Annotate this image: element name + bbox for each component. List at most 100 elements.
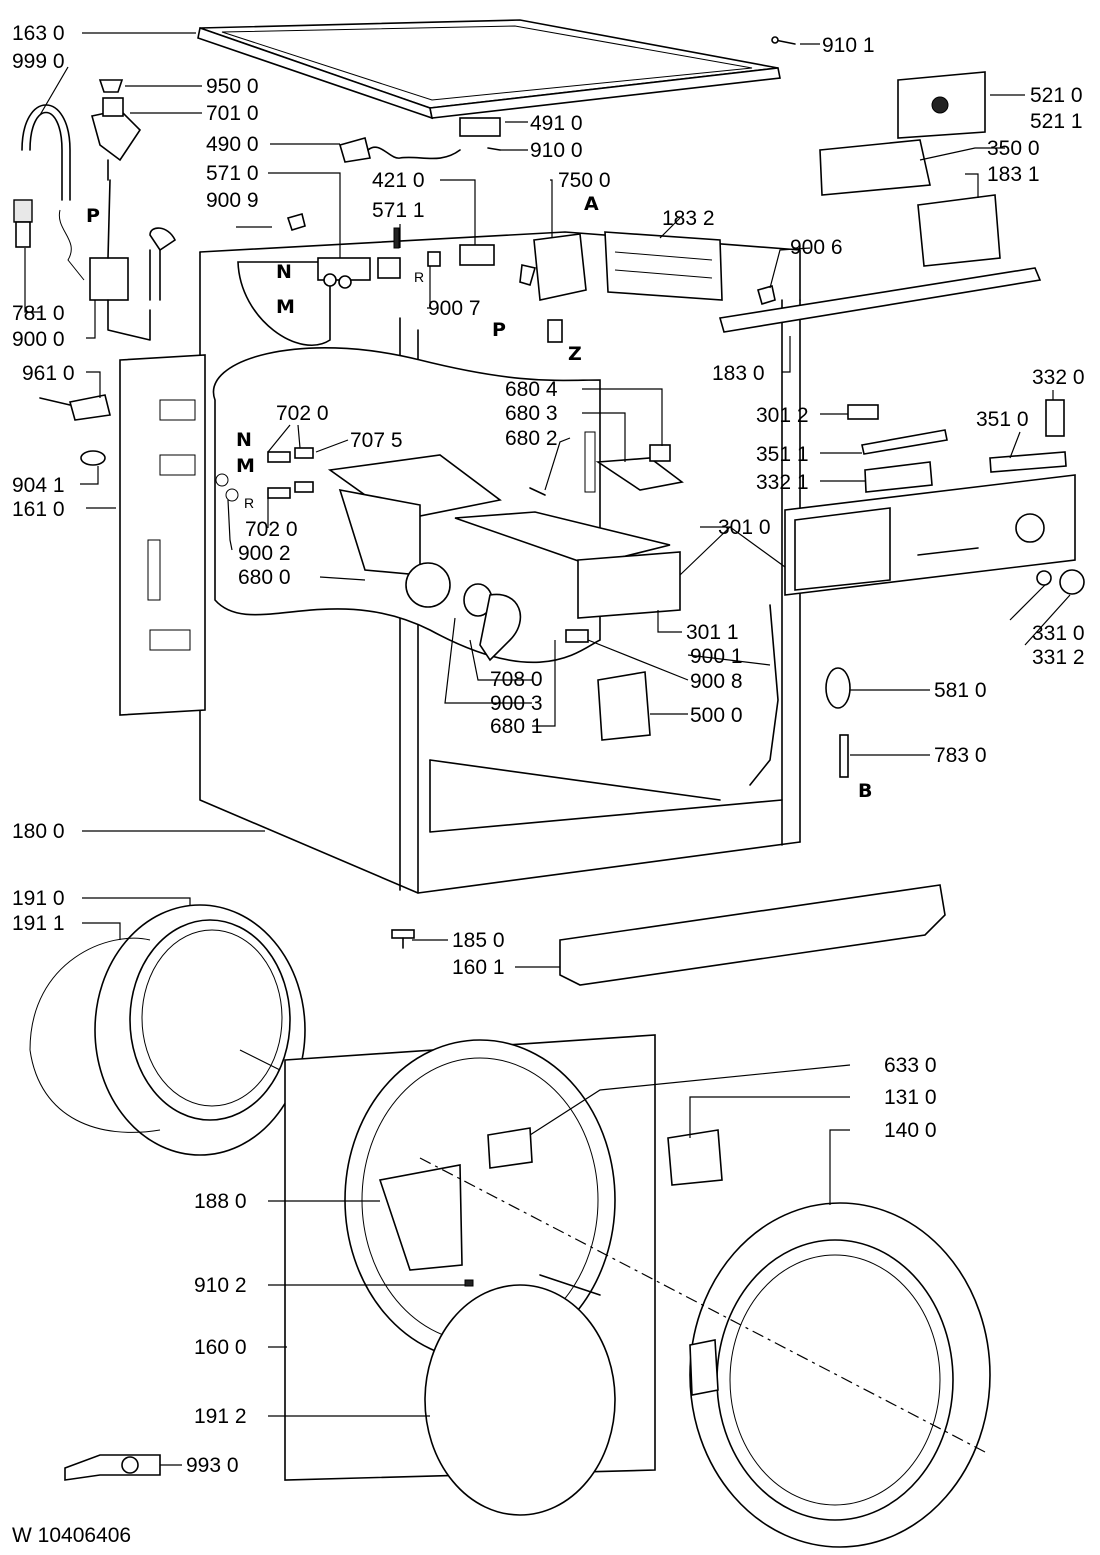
clip-900-9-part — [286, 213, 306, 231]
callout-900-3: 900 3 — [490, 692, 543, 715]
callout-961-0: 961 0 — [22, 362, 75, 385]
marker-r-valve: R — [414, 269, 424, 285]
marker-p-switch: P — [492, 319, 506, 341]
connector-900-8-part — [565, 629, 589, 643]
suppressor-421-part — [459, 244, 495, 266]
callout-904-1: 904 1 — [12, 474, 65, 497]
callout-750-0: 750 0 — [558, 169, 611, 192]
control-panel-301-0-part — [784, 474, 1076, 596]
callout-301-0: 301 0 — [718, 516, 771, 539]
callout-351-0: 351 0 — [976, 408, 1029, 431]
callout-581-0: 581 0 — [934, 679, 987, 702]
counterweight-961-part — [39, 394, 111, 421]
callout-521-1: 521 1 — [1030, 110, 1083, 133]
marker-p-hose: P — [86, 205, 100, 227]
callout-421-0: 421 0 — [372, 169, 425, 192]
drawer-handle-301-1-part — [577, 551, 681, 619]
marker-b-rod: B — [858, 780, 872, 802]
callout-140-0: 140 0 — [884, 1119, 937, 1142]
door-seal-191-part — [29, 904, 306, 1156]
keypad-332-1-part — [864, 461, 933, 493]
door-lock-633-part — [487, 1127, 533, 1169]
door-frame-140-part — [689, 1202, 991, 1548]
pressure-switch-750-part — [519, 233, 587, 343]
callout-702-0-top: 702 0 — [276, 402, 329, 425]
callout-183-1: 183 1 — [987, 163, 1040, 186]
callout-783-0: 783 0 — [934, 744, 987, 767]
lightpipe-351-1-part — [861, 429, 948, 455]
control-module-521-part — [897, 71, 986, 139]
callout-910-0: 910 0 — [530, 139, 583, 162]
callout-490-0: 490 0 — [206, 133, 259, 156]
callout-191-1: 191 1 — [12, 912, 65, 935]
callout-131-0: 131 0 — [884, 1086, 937, 1109]
inlet-hose-part — [13, 104, 85, 281]
mains-cable-490-part — [339, 137, 461, 163]
callout-351-1: 351 1 — [756, 443, 809, 466]
callout-301-2: 301 2 — [756, 404, 809, 427]
lightpipe-351-0-part — [989, 451, 1067, 473]
callout-183-2: 183 2 — [662, 207, 715, 230]
door-glass-191-2-part — [424, 1284, 616, 1516]
callout-701-0: 701 0 — [206, 102, 259, 125]
knob-331-part — [1036, 569, 1085, 595]
top-lid-part — [197, 19, 781, 120]
callout-702-0-bottom: 702 0 — [245, 518, 298, 541]
inlet-valve-571-part — [317, 257, 371, 289]
callout-191-2: 191 2 — [194, 1405, 247, 1428]
bracket-680-4-part — [649, 444, 671, 462]
callout-191-0: 191 0 — [12, 887, 65, 910]
clip-900-7-part — [427, 251, 441, 267]
back-panel-part — [119, 354, 206, 716]
callout-900-0: 900 0 — [12, 328, 65, 351]
callout-188-0: 188 0 — [194, 1190, 247, 1213]
drawer-tray-680-1-part — [454, 511, 671, 566]
wrench-993-part — [64, 1454, 161, 1481]
callout-680-4: 680 4 — [505, 378, 558, 401]
wire-harness-900-1-part — [749, 604, 779, 786]
callout-521-0: 521 0 — [1030, 84, 1083, 107]
assembly-axis-line — [419, 1157, 986, 1453]
callout-633-0: 633 0 — [884, 1054, 937, 1077]
callout-680-1: 680 1 — [490, 715, 543, 738]
rod-783-part — [839, 734, 849, 778]
leader-lines — [24, 32, 1071, 1466]
callout-160-0: 160 0 — [194, 1336, 247, 1359]
door-handle-131-part — [667, 1129, 723, 1186]
marker-n-dispenser: N — [236, 429, 252, 451]
clip-900-6-part — [757, 284, 776, 306]
callout-350-0: 350 0 — [987, 137, 1040, 160]
valve-bracket-part — [89, 179, 151, 341]
detergent-pump-701-part — [91, 97, 142, 181]
screw-910-0-part — [487, 147, 501, 151]
valve-571-1-part — [377, 227, 401, 279]
marker-m-valve: M — [276, 296, 295, 318]
display-board-350-part — [819, 139, 931, 196]
callout-993-0: 993 0 — [186, 1454, 239, 1477]
callout-900-1: 900 1 — [690, 645, 743, 668]
marker-a-switch: A — [584, 193, 599, 215]
dispenser-drawer-680-3-part — [595, 457, 684, 491]
callout-781-0: 781 0 — [12, 302, 65, 325]
screw-910-1-part — [771, 36, 796, 45]
document-id: W 10406406 — [12, 1524, 131, 1547]
callout-161-0: 161 0 — [12, 498, 65, 521]
marker-z-switch: Z — [568, 343, 582, 365]
callout-900-6: 900 6 — [790, 236, 843, 259]
callout-332-1: 332 1 — [756, 471, 809, 494]
callout-571-0: 571 0 — [206, 162, 259, 185]
callout-910-2: 910 2 — [194, 1274, 247, 1297]
callout-571-1: 571 1 — [372, 199, 425, 222]
dispenser-680-part — [327, 454, 502, 608]
hose-elbow-part — [149, 227, 177, 301]
foot-185-part — [391, 929, 415, 949]
callout-680-3: 680 3 — [505, 402, 558, 425]
marker-r-dispenser: R — [244, 495, 254, 511]
bellows-708-part — [463, 583, 522, 662]
callout-163-0: 163 0 — [12, 22, 65, 45]
callout-900-9: 900 9 — [206, 189, 259, 212]
callout-183-0: 183 0 — [712, 362, 765, 385]
spring-910-2-part — [464, 1274, 601, 1296]
marker-n-valve: N — [276, 261, 292, 283]
